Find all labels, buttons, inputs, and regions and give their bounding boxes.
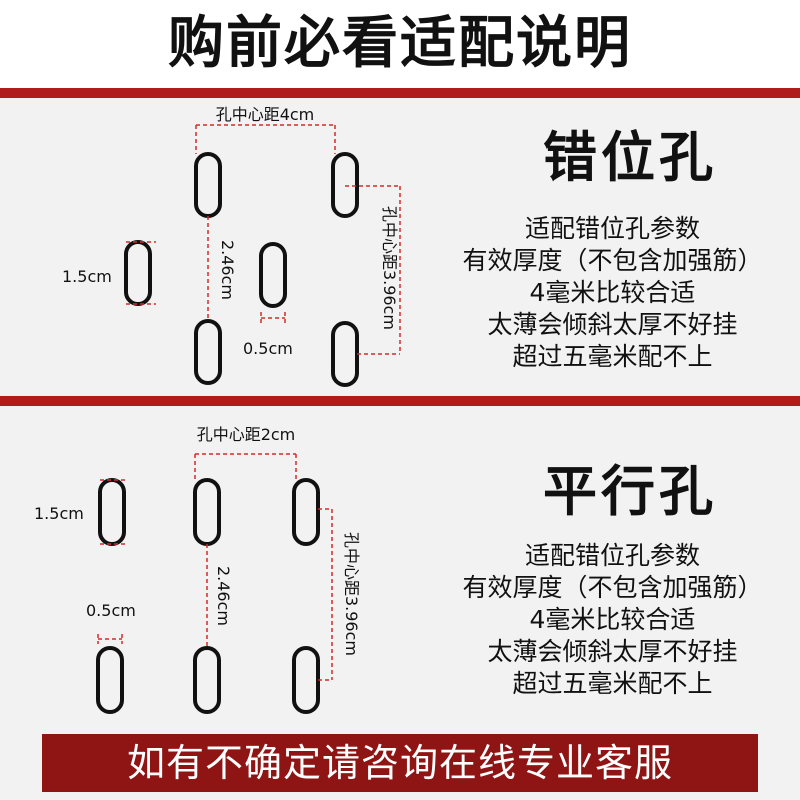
- footer-banner: 如有不确定请咨询在线专业客服: [42, 734, 758, 792]
- spec-line: 4毫米比较合适: [529, 278, 696, 307]
- hole: [194, 152, 222, 218]
- vertical-gap-label: 2.46cm: [214, 566, 233, 626]
- hole: [292, 646, 320, 714]
- spec-line: 4毫米比较合适: [529, 605, 696, 634]
- hole-spacing-v-label: 孔中心距3.96cm: [342, 532, 361, 656]
- spec-line: 适配错位孔参数: [524, 541, 700, 570]
- parallel-hole-diagram: 孔中心距2cm 1.5cm 0.5cm 2.46cm 孔中心距3.96cm: [34, 425, 361, 714]
- hole-length-label: 1.5cm: [62, 267, 112, 286]
- spec-list: 适配错位孔参数 有效厚度（不包含加强筋） 4毫米比较合适 太薄会倾斜太厚不好挂 …: [440, 213, 785, 373]
- hole: [193, 646, 221, 714]
- hole: [193, 478, 221, 546]
- top-divider: [0, 88, 800, 98]
- spec-line: 有效厚度（不包含加强筋）: [462, 246, 763, 275]
- section-heading: 平行孔: [543, 460, 717, 523]
- hole: [331, 321, 359, 387]
- hole: [331, 152, 359, 218]
- section-heading: 错位孔: [543, 126, 717, 189]
- spec-line: 有效厚度（不包含加强筋）: [462, 573, 763, 602]
- spec-line: 适配错位孔参数: [524, 214, 700, 243]
- hole: [194, 319, 222, 385]
- staggered-hole-diagram: 孔中心距4cm 1.5cm 0.5cm 2.46cm 孔中心距3.96cm: [62, 105, 401, 387]
- section-parallel: 孔中心距2cm 1.5cm 0.5cm 2.46cm 孔中心距3.96cm 平行…: [0, 406, 800, 726]
- spec-line: 太薄会倾斜太厚不好挂: [487, 637, 738, 666]
- hole: [259, 242, 287, 308]
- spec-line: 太薄会倾斜太厚不好挂: [487, 310, 738, 339]
- hole-width-label: 0.5cm: [86, 601, 136, 620]
- page-title: 购前必看适配说明: [168, 11, 632, 76]
- vertical-gap-label: 2.46cm: [218, 240, 237, 300]
- header: 购前必看适配说明: [0, 0, 800, 88]
- hole: [124, 240, 152, 306]
- hole-spacing-h-label: 孔中心距4cm: [216, 105, 315, 124]
- hole: [96, 646, 124, 714]
- hole: [98, 478, 126, 546]
- spec-list: 适配错位孔参数 有效厚度（不包含加强筋） 4毫米比较合适 太薄会倾斜太厚不好挂 …: [440, 540, 785, 700]
- hole-spacing-v-label: 孔中心距3.96cm: [380, 206, 399, 330]
- middle-divider: [0, 396, 800, 406]
- spec-line: 超过五毫米配不上: [512, 342, 713, 371]
- hole-width-label: 0.5cm: [243, 339, 293, 358]
- section-staggered: 孔中心距4cm 1.5cm 0.5cm 2.46cm 孔中心距3.96cm 错位…: [0, 98, 800, 394]
- spec-line: 超过五毫米配不上: [512, 669, 713, 698]
- hole: [292, 478, 320, 546]
- hole-spacing-h-label: 孔中心距2cm: [197, 425, 296, 444]
- hole-length-label: 1.5cm: [34, 504, 84, 523]
